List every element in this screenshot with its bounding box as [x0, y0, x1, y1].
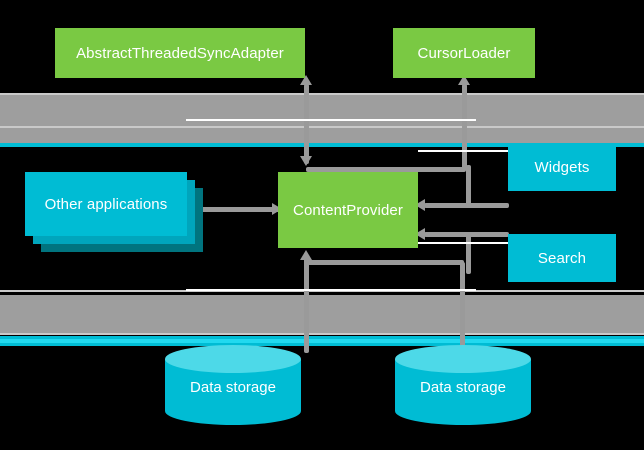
connector-search-vertical: [466, 232, 471, 274]
node-other-applications-stack[interactable]: Other applications: [25, 172, 203, 252]
node-label-search: Search: [537, 249, 587, 267]
gray-band-upper-b: [0, 128, 644, 143]
cyan-rule-lower-b: [0, 339, 644, 343]
node-label-data-storage-right: Data storage: [420, 378, 506, 396]
guide-line-top: [186, 119, 476, 121]
node-search[interactable]: Search: [508, 234, 616, 282]
node-other-applications-front[interactable]: Other applications: [25, 172, 187, 236]
guide-line-widgets: [418, 150, 508, 152]
node-data-storage-right[interactable]: Data storage: [395, 345, 531, 425]
connector-storage-right-vertical: [460, 262, 465, 354]
cylinder-label-left-wrap: Data storage: [165, 367, 301, 407]
connector-cursorloader-elbow: [306, 167, 466, 172]
gray-band-upper-a: [0, 95, 644, 126]
connector-widgets-horizontal: [424, 203, 509, 208]
connector-widgets-vertical: [466, 165, 471, 207]
cylinder-label-right-wrap: Data storage: [395, 367, 531, 407]
cyan-rule-lower-a: [0, 336, 644, 339]
connector-cp-to-syncadapter: [304, 84, 309, 164]
cylinder-top-left: [165, 345, 301, 373]
arrowhead-up-storage-left: [300, 250, 312, 260]
node-content-provider[interactable]: ContentProvider: [278, 172, 418, 248]
cyan-rule-lower-c: [0, 343, 644, 346]
band-top-highlight: [0, 93, 644, 95]
cylinder-top-right: [395, 345, 531, 373]
node-abstract-threaded-sync-adapter[interactable]: AbstractThreadedSyncAdapter: [55, 28, 305, 78]
connector-cp-to-cursorloader: [462, 84, 467, 170]
connector-search-horizontal: [424, 232, 509, 237]
arrowhead-right-contentprovider: [272, 203, 282, 215]
arrowhead-down-contentprovider-top: [300, 156, 312, 166]
gray-band-lower: [0, 295, 644, 333]
arrowhead-up-cursorloader: [458, 75, 470, 85]
arrowhead-left-widgets: [415, 199, 425, 211]
node-cursor-loader[interactable]: CursorLoader: [393, 28, 535, 78]
guide-line-search: [418, 242, 508, 244]
band-divider-1: [0, 126, 644, 128]
cylinder-bottom-left: [165, 397, 301, 425]
guide-line-bottom: [186, 289, 476, 291]
connector-storage-left: [304, 258, 309, 353]
node-label-cursor-loader: CursorLoader: [417, 44, 511, 62]
node-label-sync-adapter: AbstractThreadedSyncAdapter: [76, 44, 284, 62]
node-data-storage-left[interactable]: Data storage: [165, 345, 301, 425]
node-widgets[interactable]: Widgets: [508, 143, 616, 191]
node-label-content-provider: ContentProvider: [293, 201, 403, 219]
band-divider-3: [0, 333, 644, 335]
node-label-data-storage-left: Data storage: [190, 378, 276, 396]
arrowhead-left-search: [415, 228, 425, 240]
connector-cp-to-otherapps: [192, 207, 282, 212]
node-label-widgets: Widgets: [534, 158, 590, 176]
cylinder-bottom-right: [395, 397, 531, 425]
cyan-rule-upper: [0, 143, 644, 147]
connector-storage-right-elbow: [306, 260, 464, 265]
node-label-other-applications: Other applications: [44, 195, 168, 213]
band-divider-2: [0, 290, 644, 292]
arrowhead-up-syncadapter: [300, 75, 312, 85]
